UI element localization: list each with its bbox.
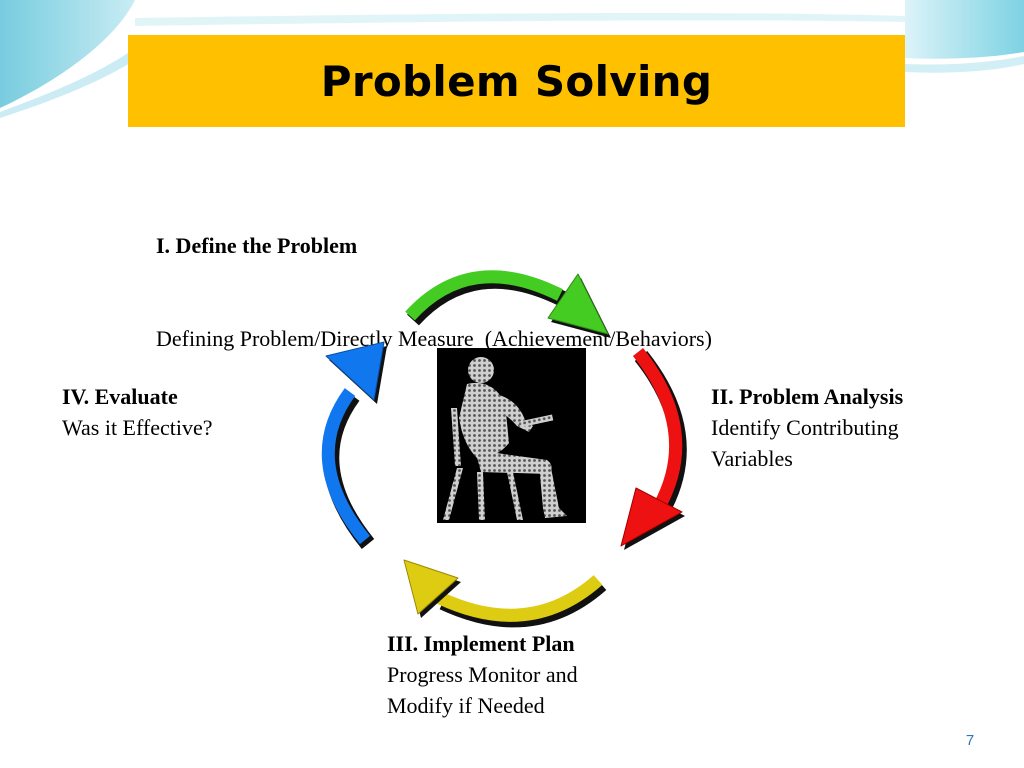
seated-thinker-icon bbox=[443, 357, 567, 520]
blue-arrow bbox=[321, 341, 387, 550]
title-banner: Problem Solving bbox=[128, 35, 905, 127]
step-evaluate: IV. Evaluate Was it Effective? bbox=[62, 381, 292, 443]
red-arrow bbox=[620, 347, 687, 550]
wave-right-light bbox=[905, 56, 1024, 73]
seated-thinker-image bbox=[437, 348, 586, 523]
step-heading: III. Implement Plan bbox=[387, 631, 575, 656]
step-heading: IV. Evaluate bbox=[62, 384, 178, 409]
wave-left-light bbox=[0, 48, 135, 118]
wave-right bbox=[905, 0, 1024, 59]
step-description: Identify Contributing Variables bbox=[711, 415, 899, 471]
wave-top-band bbox=[135, 12, 905, 26]
step-description: Was it Effective? bbox=[62, 415, 213, 440]
green-arrow bbox=[405, 270, 611, 338]
slide-number: 7 bbox=[965, 732, 975, 749]
step-implement-plan: III. Implement Plan Progress Monitor and… bbox=[387, 628, 647, 721]
step-define-problem: I. Define the Problem Defining Problem/D… bbox=[156, 168, 712, 385]
yellow-arrow bbox=[403, 559, 607, 628]
step-heading: I. Define the Problem bbox=[156, 233, 358, 258]
wave-left bbox=[0, 0, 135, 108]
step-problem-analysis: II. Problem Analysis Identify Contributi… bbox=[711, 381, 971, 474]
step-description: Progress Monitor and Modify if Needed bbox=[387, 662, 578, 718]
background-waves bbox=[0, 0, 1024, 118]
step-heading: II. Problem Analysis bbox=[711, 384, 904, 409]
slide-title: Problem Solving bbox=[320, 56, 713, 106]
